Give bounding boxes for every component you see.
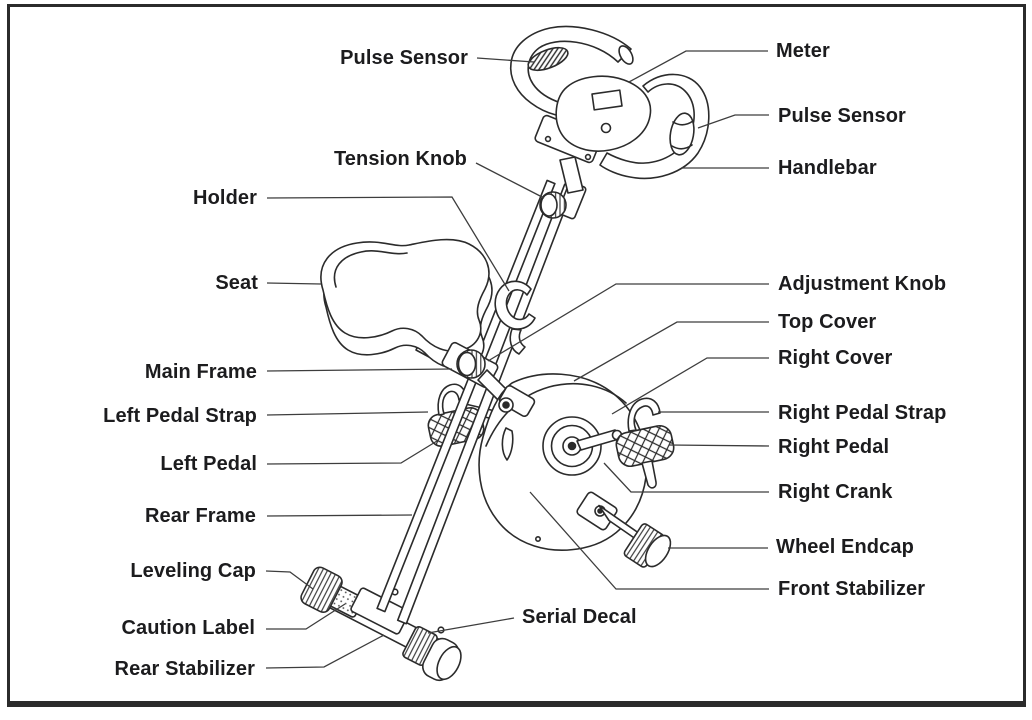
label-tension-knob: Tension Knob [333, 148, 467, 170]
leader-rear-stabilizer [265, 634, 385, 669]
label-handlebar: Handlebar [778, 157, 877, 179]
wheel-shape [542, 416, 602, 476]
leader-holder [266, 196, 510, 292]
top-cover-shape [485, 382, 627, 447]
label-right-cover: Right Cover [778, 347, 893, 369]
leader-left-pedal-strap [266, 411, 429, 416]
adjustment-knob-shape [456, 349, 486, 379]
leader-right-crank [603, 462, 769, 493]
label-holder: Holder [193, 187, 257, 209]
label-caution-label: Caution Label [121, 617, 255, 639]
leader-front-stabilizer [529, 491, 769, 590]
right-pedal-strap-shape [627, 397, 661, 432]
pulse-sensor-right-shape [669, 112, 695, 156]
leader-adjustment-knob [487, 283, 769, 362]
seat-shape [320, 238, 493, 369]
label-leveling-cap: Leveling Cap [130, 560, 256, 582]
label-left-pedal: Left Pedal [160, 453, 257, 475]
label-left-pedal-strap: Left Pedal Strap [103, 405, 257, 427]
leader-pulse-sensor-left [476, 57, 535, 63]
label-seat: Seat [215, 272, 258, 294]
label-right-pedal: Right Pedal [778, 436, 890, 458]
leveling-cap-shape [300, 566, 343, 614]
label-right-pedal-strap: Right Pedal Strap [778, 402, 947, 424]
leader-meter [628, 50, 768, 83]
leader-rear-frame [266, 514, 413, 517]
leader-top-cover [573, 321, 769, 382]
label-top-cover: Top Cover [778, 311, 877, 333]
left-pedal-strap-shape [437, 383, 467, 416]
label-rear-frame: Rear Frame [144, 505, 256, 527]
leader-main-frame [266, 368, 453, 372]
leader-left-pedal [266, 440, 438, 465]
label-pulse-sensor-left: Pulse Sensor [340, 47, 468, 69]
leader-serial-decal [427, 617, 515, 634]
label-adjustment-knob: Adjustment Knob [778, 273, 947, 295]
leader-right-cover [611, 357, 769, 415]
leader-seat [266, 282, 322, 285]
label-rear-stabilizer: Rear Stabilizer [114, 658, 255, 680]
leader-right-pedal [668, 444, 770, 447]
label-serial-decal: Serial Decal [522, 606, 637, 628]
right-pedal-shape [615, 397, 675, 489]
holder-shape [494, 280, 536, 355]
leader-leveling-cap [265, 570, 314, 590]
diagram-border [7, 4, 1026, 707]
leader-pulse-sensor-right [697, 114, 769, 129]
leader-tension-knob [475, 162, 545, 199]
leader-caution-label [266, 603, 346, 630]
label-pulse-sensor-right: Pulse Sensor [778, 105, 906, 127]
label-front-stabilizer: Front Stabilizer [778, 578, 926, 600]
label-meter: Meter [776, 40, 830, 62]
front-stabilizer-shape [576, 491, 672, 568]
pulse-sensor-left-shape [527, 46, 569, 72]
rear-stabilizer-shape [300, 566, 462, 682]
handlebar-shape [509, 25, 710, 194]
meter-shape [555, 75, 652, 152]
label-right-crank: Right Crank [778, 481, 893, 503]
leader-lines [265, 50, 770, 669]
label-wheel-endcap: Wheel Endcap [776, 536, 914, 558]
label-main-frame: Main Frame [144, 361, 257, 383]
